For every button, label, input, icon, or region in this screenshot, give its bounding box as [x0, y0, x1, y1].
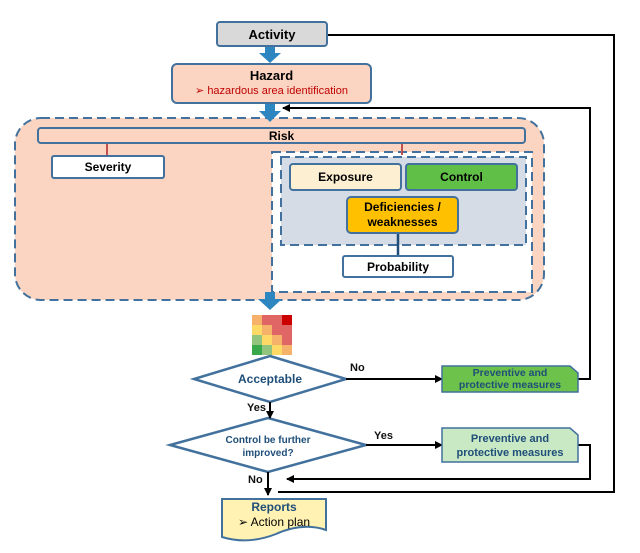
risk-matrix-cell [282, 345, 292, 355]
measures1-line1: Preventive and [472, 367, 548, 379]
risk-matrix-cell [282, 325, 292, 335]
reports-title: Reports [251, 500, 297, 514]
reports-box [221, 498, 327, 542]
risk-matrix-cell [272, 325, 282, 335]
bullet-arrow-icon: ➢ [237, 515, 248, 529]
deficiencies-box[interactable]: Deficiencies / weaknesses [346, 196, 459, 234]
risk-matrix [252, 315, 292, 355]
improve-line2: improved? [242, 448, 294, 459]
risk-to-matrix-arrow [258, 292, 282, 310]
hazard-to-risk-arrow [259, 103, 281, 122]
activity-box[interactable]: Activity [216, 21, 328, 47]
risk-title: Risk [268, 128, 295, 143]
hazard-box[interactable]: Hazard ➢ hazardous area identification [171, 63, 372, 104]
measures2-line2: protective measures [456, 447, 564, 459]
control-box[interactable]: Control [405, 163, 518, 191]
risk-matrix-cell [282, 335, 292, 345]
hazard-subtitle-row: ➢ hazardous area identification [173, 84, 370, 97]
risk-matrix-cell [262, 335, 272, 345]
measures1-line2: protective measures [458, 379, 562, 391]
acceptable-no-label: No [350, 362, 365, 374]
activity-label: Activity [248, 26, 296, 42]
acceptable-label: Acceptable [237, 372, 303, 386]
improve-yes-label: Yes [374, 430, 393, 442]
risk-matrix-cell [262, 345, 272, 355]
risk-bar[interactable]: Risk [37, 127, 526, 144]
measures1-feedback-arrow [282, 104, 591, 380]
measures1-box [441, 365, 579, 393]
acceptable-yes-label: Yes [247, 402, 266, 414]
activity-to-hazard-arrow [259, 46, 281, 63]
measures2-text[interactable]: Preventive and protective measures [442, 432, 578, 460]
severity-label: Severity [84, 160, 132, 174]
risk-matrix-cell [252, 335, 262, 345]
deficiencies-line2: weaknesses [367, 215, 438, 229]
bullet-arrow-icon: ➢ [195, 85, 205, 97]
control-label: Control [440, 170, 483, 184]
risk-matrix-cell [252, 315, 262, 325]
reports-feedback-arrow [278, 31, 615, 493]
risk-matrix-cell [252, 345, 262, 355]
exposure-label: Exposure [318, 170, 373, 184]
improve-line1: Control be further [225, 435, 311, 446]
reports-item-row: ➢ Action plan [222, 515, 326, 530]
probability-label: Probability [366, 259, 429, 274]
hazard-title: Hazard [249, 68, 294, 83]
exposure-box[interactable]: Exposure [289, 163, 402, 191]
measures1-text[interactable]: Preventive and protective measures [442, 367, 578, 391]
improve-no-label: No [248, 474, 263, 486]
risk-matrix-cell [252, 325, 262, 335]
measures2-box [441, 427, 579, 463]
risk-matrix-cell [282, 315, 292, 325]
risk-matrix-cell [262, 315, 272, 325]
reports-item: Action plan [250, 515, 311, 529]
risk-matrix-cell [272, 335, 282, 345]
deficiencies-line1: Deficiencies / [364, 200, 441, 214]
improve-label: Control be further improved? [198, 434, 338, 460]
hazard-subtitle: hazardous area identification [207, 85, 348, 97]
probability-box[interactable]: Probability [342, 255, 454, 278]
severity-box[interactable]: Severity [51, 155, 165, 179]
reports-text[interactable]: Reports ➢ Action plan [222, 500, 326, 530]
measures2-feedback-arrow [286, 444, 591, 483]
risk-matrix-cell [262, 325, 272, 335]
risk-matrix-cell [272, 345, 282, 355]
risk-matrix-cell [272, 315, 282, 325]
measures2-line1: Preventive and [470, 433, 550, 445]
